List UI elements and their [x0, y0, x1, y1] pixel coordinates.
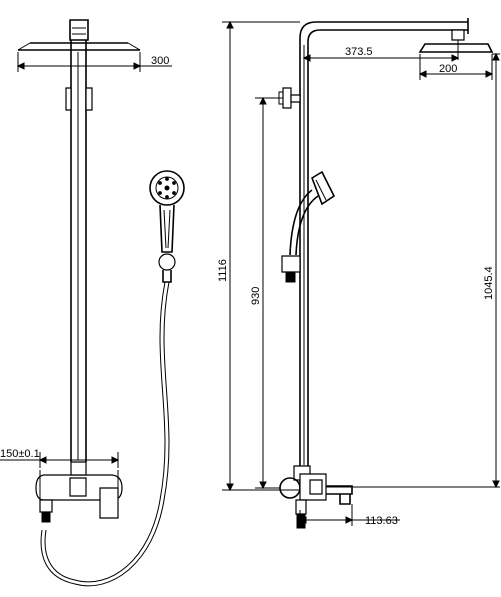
- dim-head-width-side: 200: [439, 63, 457, 75]
- side-hand-shower: [281, 170, 336, 283]
- front-riser-pipe: [70, 40, 87, 462]
- side-mixer-valve: [279, 465, 353, 529]
- side-overhead-arm: [299, 18, 469, 490]
- front-riser-bracket: [65, 87, 93, 111]
- dimension-labels: 300 150±0.1 373.5 200 1116 930 1045.4 11…: [0, 46, 495, 527]
- front-overhead-shower-head: [17, 19, 141, 51]
- front-hose: [40, 281, 170, 587]
- dim-slide-bar-height: 930: [250, 287, 262, 305]
- dim-head-height: 1045.4: [483, 266, 495, 300]
- dim-inlet-spacing: 150±0.1: [0, 448, 40, 460]
- dim-spout-length: 113.63: [365, 515, 398, 527]
- dimension-lines: [0, 20, 500, 526]
- front-mixer-valve: [35, 461, 123, 523]
- front-view: [17, 19, 185, 587]
- dim-arm-length: 373.5: [345, 46, 373, 58]
- side-wall-bracket: [278, 87, 301, 109]
- dim-total-height: 1116: [217, 259, 229, 282]
- side-overhead-shower-head: [418, 29, 494, 53]
- side-view: [278, 18, 494, 529]
- front-hand-shower: [149, 170, 185, 283]
- dim-head-width-front: 300: [151, 55, 169, 67]
